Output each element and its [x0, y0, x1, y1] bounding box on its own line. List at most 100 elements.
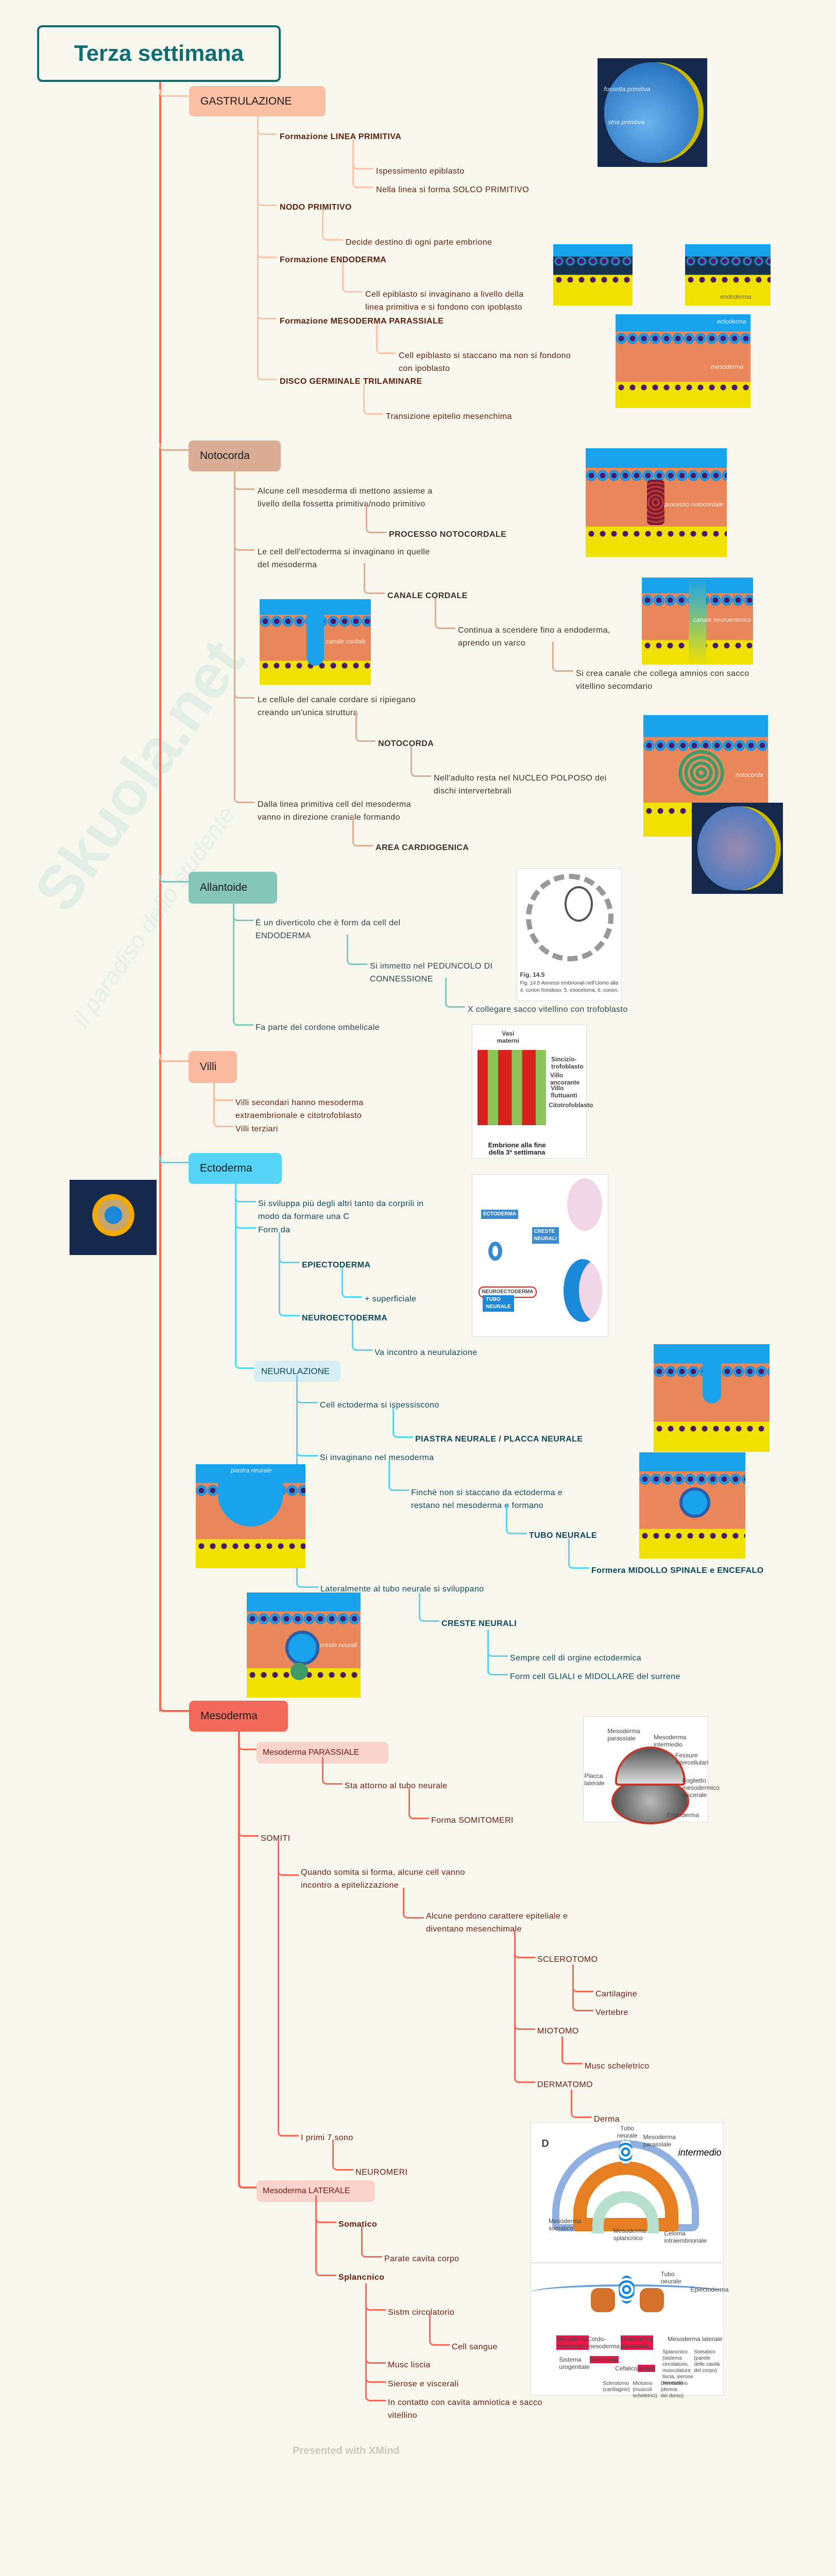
- subtopic-disco-trilaminare[interactable]: DISCO GERMINALE TRILAMINARE: [280, 377, 422, 386]
- leaf-in-contatto[interactable]: In contatto con cavita amniotica e sacco…: [388, 2398, 542, 2420]
- connector: [393, 1408, 413, 1438]
- leaf-mesoderma-desc[interactable]: Cell epiblasto si staccano ma non si fon…: [399, 351, 571, 373]
- topic-mesoderma[interactable]: Mesoderma: [189, 1701, 288, 1732]
- subtopic-somiti[interactable]: SOMITI: [261, 1834, 291, 1843]
- root-topic-title[interactable]: Terza settimana: [37, 25, 281, 82]
- leaf-primi-7[interactable]: I primi 7 sono: [301, 2133, 353, 2143]
- leaf-epiectoderma[interactable]: EPIECTODERMA: [302, 1260, 371, 1269]
- image-label: Somatico (parete delle cavità del corpo): [694, 2349, 720, 2374]
- leaf-endoderma-desc[interactable]: Cell epiblasto si invaginano a livello d…: [365, 290, 524, 312]
- image-label: Fessure intercellulari: [675, 1752, 709, 1767]
- subtopic-mesoderma-parassiale[interactable]: Formazione MESODERMA PARASSIALE: [280, 316, 444, 326]
- leaf-notocorda-c[interactable]: Le cellule del canale cordare si ripiega…: [258, 696, 416, 718]
- creste-neurali-image: creste neurali: [247, 1592, 361, 1698]
- leaf-notocorda-struct[interactable]: NOTOCORDA: [378, 739, 434, 748]
- leaf-tubo-neurale[interactable]: TUBO NEURALE: [529, 1531, 597, 1540]
- leaf-cartilagine[interactable]: Cartilagine: [595, 1989, 637, 1998]
- connector: [506, 1504, 527, 1534]
- leaf-miotomo[interactable]: MIOTOMO: [537, 2027, 579, 2036]
- leaf-ispessimento[interactable]: Ispessimento epiblasto: [376, 166, 465, 176]
- leaf-nucleo-polposo[interactable]: Nell'adulto resta nel NUCLEO POLPOSO dei…: [434, 774, 607, 796]
- connector: [355, 711, 376, 742]
- leaf-orgine-ectodermica[interactable]: Sempre cell di orgine ectodermica: [510, 1654, 642, 1663]
- image-label: ECTODERMA: [481, 1210, 519, 1219]
- leaf-attorno-tubo[interactable]: Sta attorno al tubo neurale: [345, 1782, 448, 1791]
- connector: [213, 1073, 233, 1128]
- image-label: Notocorda: [590, 2356, 619, 2364]
- leaf-peduncolo[interactable]: Si immetto nel PEDUNCOLO DI CONNESSIONE: [370, 962, 493, 984]
- leaf-cell-sangue[interactable]: Cell sangue: [452, 2343, 498, 2352]
- leaf-piastra-neurale[interactable]: PIASTRA NEURALE / PLACCA NEURALE: [415, 1435, 583, 1444]
- leaf-alcune-perdono[interactable]: Alcune perdono carattere epiteliale e di…: [426, 1911, 568, 1934]
- connector: [363, 384, 383, 415]
- leaf-destino[interactable]: Decide destino di ogni parte embrione: [346, 238, 492, 247]
- main-trunk-connector: [159, 65, 161, 1711]
- connector: [159, 1703, 189, 1713]
- leaf-collegare-sacco[interactable]: X collegare sacco vitellino con trofobla…: [468, 1005, 628, 1014]
- leaf-neuroectoderma[interactable]: NEUROECTODERMA: [302, 1313, 388, 1323]
- leaf-musc-liscia[interactable]: Musc liscia: [388, 2361, 431, 2370]
- leaf-si-crea-canale[interactable]: Si crea canale che collega amnios con sa…: [576, 669, 749, 691]
- leaf-sierose[interactable]: Sierose e viscerali: [388, 2380, 459, 2389]
- leaf-cordone-ombelicale[interactable]: Fa parte del cordone ombelicale: [255, 1023, 380, 1032]
- subtopic-nodo-primitivo[interactable]: NODO PRIMITIVO: [280, 203, 352, 212]
- leaf-vertebre[interactable]: Vertebre: [595, 2008, 628, 2018]
- leaf-continua[interactable]: Continua a scendere fino a endoderma, ap…: [458, 626, 610, 648]
- leaf-quando-somita[interactable]: Quando somita si forma, alcune cell vann…: [301, 1868, 465, 1890]
- leaf-si-sviluppa[interactable]: Si sviluppa più degli altri tanto da cor…: [258, 1199, 424, 1222]
- leaf-dermatomo[interactable]: DERMATOMO: [537, 2080, 593, 2089]
- leaf-villi-terziari[interactable]: Villi terziari: [235, 1124, 278, 1133]
- leaf-sistm-circolatorio[interactable]: Sistm circolatorio: [388, 2308, 455, 2317]
- endoderma-image-1: [553, 244, 633, 306]
- leaf-notocorda-b[interactable]: Le cell dell'ectoderma si invaginano in …: [258, 548, 430, 570]
- subtopic-linea-primitiva[interactable]: Formazione LINEA PRIMITIVA: [280, 132, 402, 141]
- connector: [361, 2226, 382, 2258]
- leaf-midollo-encefalo[interactable]: Formera MIDOLLO SPINALE e ENCEFALO: [591, 1566, 764, 1575]
- leaf-si-invaginano[interactable]: Si invaginano nel mesoderma: [320, 1453, 434, 1463]
- subtopic-neurulazione[interactable]: NEURULAZIONE: [254, 1361, 340, 1382]
- topic-villi[interactable]: Villi: [189, 1051, 237, 1083]
- leaf-somitomeri[interactable]: Forma SOMITOMERI: [431, 1816, 514, 1825]
- leaf-finche[interactable]: Finchè non si staccano da ectoderma e re…: [411, 1488, 563, 1510]
- image-label: Placca laterale: [584, 1772, 605, 1787]
- image-label: fossetta primitiva: [604, 85, 651, 93]
- leaf-ispessiscono[interactable]: Cell ectoderma si ispessiscono: [320, 1400, 439, 1410]
- leaf-creste-neurali[interactable]: CRESTE NEURALI: [441, 1619, 517, 1628]
- image-label: Splancnico (sistema circolatorio, muscol…: [662, 2349, 694, 2386]
- image-label: mesoderma: [710, 363, 744, 371]
- leaf-splancnico[interactable]: Splancnico: [338, 2273, 385, 2282]
- leaf-form-da[interactable]: Form da: [258, 1226, 291, 1235]
- leaf-canale-cordale[interactable]: CANALE CORDALE: [387, 591, 468, 600]
- leaf-processo-notocordale[interactable]: PROCESSO NOTOCORDALE: [389, 530, 507, 539]
- leaf-neuromeri[interactable]: NEUROMERI: [355, 2167, 408, 2177]
- image-label: Fig. 14.5 Annessi embrionali nell'Uomo a…: [520, 980, 619, 994]
- leaf-villi-secondari[interactable]: Villi secondari hanno mesoderma extraemb…: [235, 1098, 364, 1120]
- connector: [342, 1267, 362, 1298]
- leaf-somatico[interactable]: Somatico: [338, 2220, 378, 2229]
- leaf-transizione[interactable]: Transizione epitelio mesenchima: [386, 412, 512, 421]
- mesoderma-image: ectoderma mesoderma: [616, 314, 750, 409]
- leaf-va-incontro[interactable]: Va incontro a neurulazione: [374, 1348, 477, 1357]
- image-label: Mesoderma laterale: [668, 2335, 723, 2343]
- leaf-superficiale[interactable]: + superficiale: [365, 1295, 417, 1304]
- leaf-musc-scheletrico[interactable]: Musc scheletrico: [585, 2061, 650, 2071]
- embryo-disc-image: fossetta primitiva stria primitiva: [598, 58, 707, 167]
- leaf-lateralmente[interactable]: Lateralmente al tubo neurale si sviluppa…: [320, 1585, 484, 1594]
- leaf-gliali-surrene[interactable]: Form cell GLIALI e MIDOLLARE del surrene: [510, 1672, 680, 1682]
- leaf-diverticolo[interactable]: È un diverticolo che è form da cell del …: [255, 918, 401, 940]
- connector: [435, 598, 455, 629]
- subtopic-mesoderma-laterale[interactable]: Mesoderma LATERALE: [257, 2180, 375, 2202]
- connector: [315, 2195, 336, 2276]
- leaf-sclerotomo[interactable]: SCLEROTOMO: [537, 1955, 598, 1964]
- image-label: Cefalico: [615, 2365, 638, 2372]
- connector: [388, 1460, 409, 1492]
- leaf-parete-cavita[interactable]: Parate cavita corpo: [384, 2255, 459, 2264]
- leaf-area-cardiogenica[interactable]: AREA CARDIOGENICA: [376, 843, 469, 853]
- subtopic-endoderma[interactable]: Formazione ENDODERMA: [280, 255, 387, 264]
- leaf-derma[interactable]: Derma: [594, 2115, 620, 2124]
- leaf-notocorda-d[interactable]: Dalla linea primitiva cell del mesoderma…: [258, 800, 411, 822]
- connector: [429, 2314, 450, 2346]
- image-label: D: [541, 2138, 549, 2150]
- leaf-solco-primitivo[interactable]: Nella linea si forma SOLCO PRIMITIVO: [376, 185, 530, 194]
- leaf-notocorda-a[interactable]: Alcune cell mesoderma di mettono assieme…: [258, 487, 433, 509]
